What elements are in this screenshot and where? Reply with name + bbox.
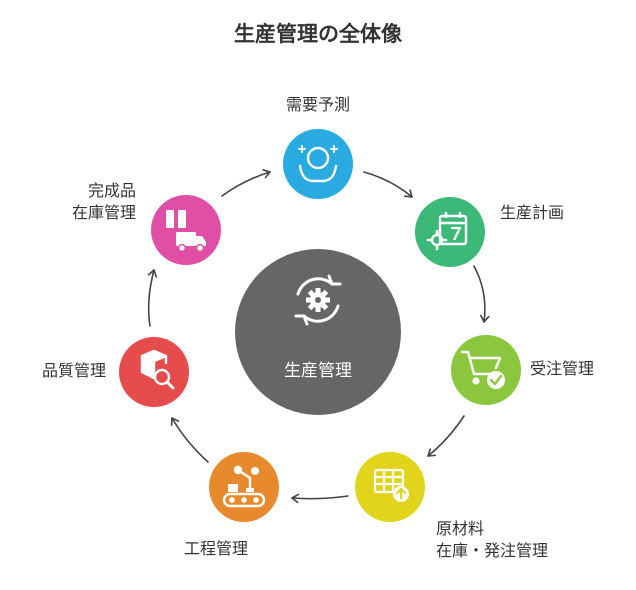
node-label-demand-forecast: 需要予測 <box>285 95 350 114</box>
conveyor-robot-icon <box>222 465 266 508</box>
arrow-orders-to-materials <box>427 415 465 457</box>
calendar-gear-icon <box>426 212 468 251</box>
node-production-planning <box>415 197 485 267</box>
node-order-management <box>451 335 521 405</box>
cart-check-icon <box>460 350 505 389</box>
node-label-finished-goods-inventory: 完成品 在庫管理 <box>71 181 136 222</box>
center-label: 生産管理 <box>284 361 352 381</box>
arrow-planning-to-orders <box>473 265 490 323</box>
spreadsheet-upload-icon <box>373 468 409 502</box>
arrow-quality-to-finished <box>147 269 158 327</box>
node-demand-forecast <box>283 129 353 199</box>
node-process-management <box>209 452 279 522</box>
node-label-production-planning: 生産計画 <box>500 203 565 222</box>
crystal-ball-icon <box>298 145 338 183</box>
node-quality-management <box>119 337 189 407</box>
arrow-finished-to-forecast <box>221 169 271 197</box>
node-label-quality-management: 品質管理 <box>41 361 106 380</box>
diagram-title: 生産管理の全体像 <box>234 22 402 46</box>
center-node <box>235 249 401 415</box>
arrow-process-to-quality <box>170 417 209 463</box>
node-materials-management <box>355 452 425 522</box>
node-finished-goods-inventory <box>151 195 221 265</box>
arrow-materials-to-process <box>291 493 349 504</box>
node-label-materials-management: 原材料 在庫・発注管理 <box>436 519 549 560</box>
arrow-forecast-to-planning <box>363 171 413 198</box>
package-truck-icon <box>166 210 206 253</box>
gear-cycle-icon <box>294 274 342 326</box>
box-magnifier-icon <box>140 349 175 390</box>
node-label-order-management: 受注管理 <box>530 359 595 378</box>
node-label-process-management: 工程管理 <box>183 539 248 558</box>
